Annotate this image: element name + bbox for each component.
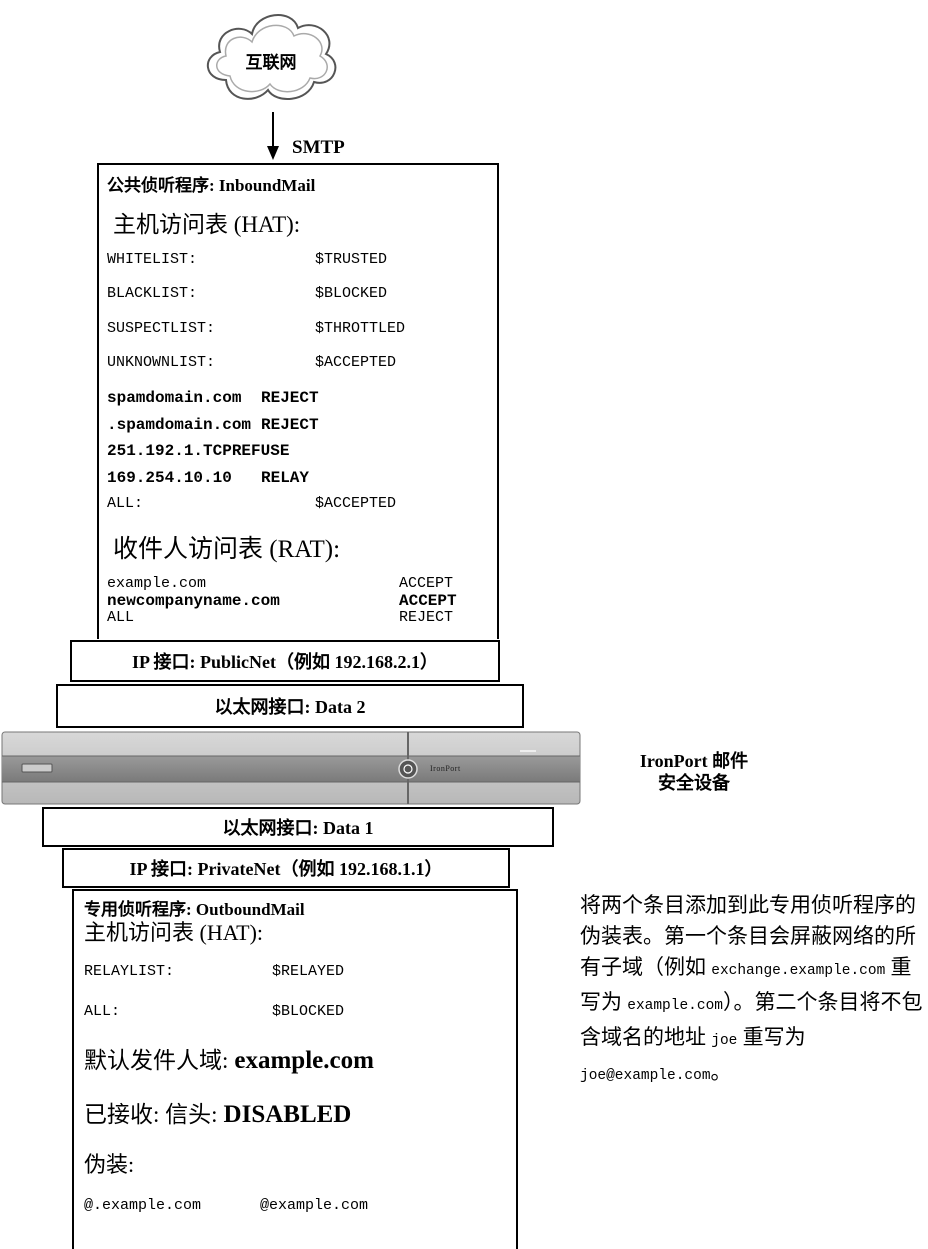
ip-interface-public: IP 接口: PublicNet（例如 192.168.2.1）	[70, 640, 500, 682]
ethernet-interface-data2-label: 以太网接口: Data 2	[214, 697, 366, 717]
ironport-appliance-icon	[1, 731, 581, 805]
hat-row: ALL:$BLOCKED	[84, 1003, 345, 1020]
internet-label: 互联网	[245, 53, 297, 73]
received-header: 已接收: 信头:DISABLED	[84, 1101, 352, 1128]
smtp-label: SMTP	[292, 137, 345, 158]
public-hat-heading: 主机访问表 (HAT):	[113, 212, 301, 237]
appliance-label: IronPort 邮件 安全设备	[604, 750, 784, 794]
smtp-arrow-icon	[267, 112, 279, 160]
hat-row: UNKNOWNLIST:$ACCEPTED	[107, 354, 397, 371]
ethernet-interface-data1-label: 以太网接口: Data 1	[222, 818, 374, 838]
appliance-logo-text: IronPort	[430, 764, 461, 773]
internet-cloud-icon	[206, 14, 337, 101]
public-rat-heading: 收件人访问表 (RAT):	[113, 536, 341, 563]
masquerade-note: 将两个条目添加到此专用侦听程序的伪装表。第一个条目会屏蔽网络的所有子域（例如 e…	[580, 893, 923, 1084]
ethernet-interface-data2: 以太网接口: Data 2	[56, 684, 524, 728]
private-listener-title: 专用侦听程序: OutboundMail	[84, 900, 305, 919]
ip-interface-private: IP 接口: PrivateNet（例如 192.168.1.1）	[62, 848, 510, 888]
hat-row: BLACKLIST:$BLOCKED	[107, 285, 388, 302]
hat-row: WHITELIST:$TRUSTED	[107, 251, 388, 268]
masquerade-row: @.example.com@example.com	[84, 1197, 369, 1214]
hat-row: RELAYLIST:$RELAYED	[84, 963, 345, 980]
masquerade-heading: 伪装:	[84, 1152, 135, 1177]
public-listener-box: 公共侦听程序: InboundMail 主机访问表 (HAT): WHITELI…	[97, 163, 499, 639]
public-listener-title: 公共侦听程序: InboundMail	[107, 176, 316, 195]
ip-interface-public-label: IP 接口: PublicNet（例如 192.168.2.1）	[132, 652, 438, 672]
appliance-label-line1: IronPort 邮件	[639, 751, 749, 771]
default-sender-domain: 默认发件人域:example.com	[84, 1047, 374, 1074]
appliance-label-line2: 安全设备	[658, 773, 730, 793]
ethernet-interface-data1: 以太网接口: Data 1	[42, 807, 554, 847]
hat-row: ALL:$ACCEPTED	[107, 495, 397, 512]
private-listener-box: 专用侦听程序: OutboundMail 主机访问表 (HAT): RELAYL…	[72, 889, 518, 1249]
private-hat-heading: 主机访问表 (HAT):	[84, 920, 264, 945]
hat-row: 251.192.1.TCPREFUSE	[107, 442, 290, 460]
ip-interface-private-label: IP 接口: PrivateNet（例如 192.168.1.1）	[129, 859, 443, 879]
hat-row: SUSPECTLIST:$THROTTLED	[107, 320, 406, 337]
